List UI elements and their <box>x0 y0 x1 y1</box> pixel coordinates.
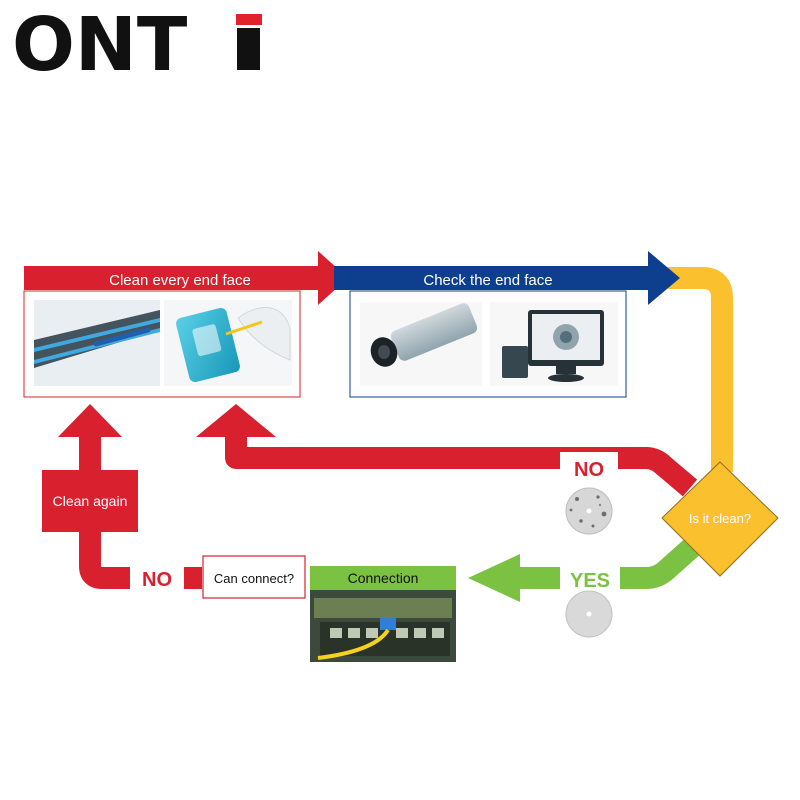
onti-logo: ONT <box>12 2 262 88</box>
no-clean-label: NO <box>574 459 604 481</box>
no-return-path <box>225 436 698 497</box>
yes-label-backing <box>560 566 620 592</box>
connection-label: Connection <box>348 570 419 586</box>
clean-again-arrowhead <box>58 404 122 437</box>
cleaner-box-photo <box>164 300 292 386</box>
no-connect-label: NO <box>142 569 172 591</box>
connector-to-decision <box>668 267 733 472</box>
no-return-arrowhead <box>196 404 276 437</box>
logo-dot <box>236 14 262 25</box>
logo-i-stem <box>237 28 260 70</box>
connection-header <box>310 566 456 590</box>
logo-text: ONT <box>12 2 188 88</box>
yes-label: YES <box>570 570 610 592</box>
clean-banner-label: Clean every end face <box>109 272 251 289</box>
network-switch-photo <box>310 590 456 662</box>
microscope-photo <box>360 302 482 386</box>
monitor-photo <box>490 302 618 386</box>
clean-again-box <box>42 470 138 532</box>
clean-end-face <box>565 590 613 638</box>
yes-arrowhead <box>468 554 520 602</box>
no-label-backing <box>560 452 618 486</box>
can-connect-label: Can connect? <box>214 571 294 586</box>
decision-diamond <box>661 461 779 577</box>
clean-again-label: Clean again <box>53 493 128 509</box>
no-connect-label-backing <box>130 566 184 592</box>
clean-banner-arrow <box>24 251 348 305</box>
check-banner-arrow <box>334 251 680 305</box>
dirty-end-face <box>565 487 613 535</box>
clean-again-path <box>79 436 202 589</box>
patch-panel-photo <box>34 300 160 386</box>
decision-label: Is it clean? <box>689 511 751 526</box>
check-banner-label: Check the end face <box>423 272 552 289</box>
yes-path <box>520 531 708 589</box>
can-connect-box <box>202 555 306 599</box>
